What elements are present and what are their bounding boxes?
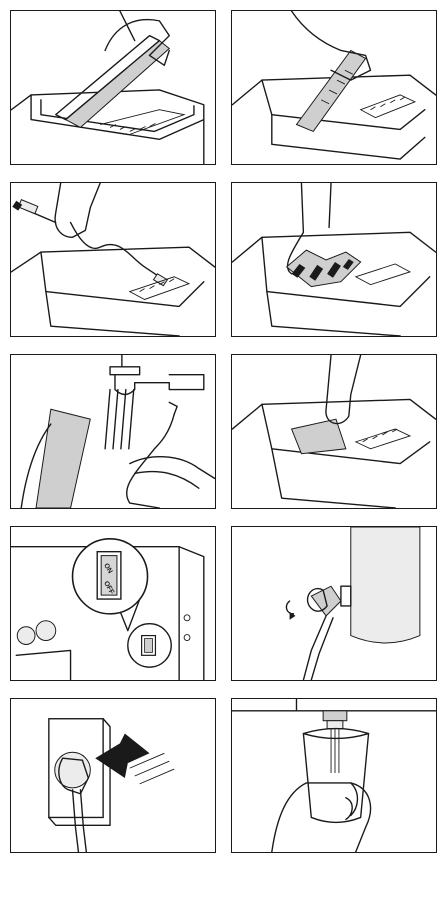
step-plug-in-panel xyxy=(10,698,216,853)
step-clean-filter-panel xyxy=(231,182,437,337)
switch-off-illustration: ON OFF xyxy=(11,527,215,680)
plug-in-illustration xyxy=(11,699,215,852)
step-switch-off-panel: ON OFF xyxy=(10,526,216,681)
lift-lid-illustration xyxy=(11,11,215,164)
step-remove-cover-panel xyxy=(231,10,437,165)
rinse-hose-illustration xyxy=(11,355,215,508)
clean-filter-illustration xyxy=(232,183,436,336)
step-wipe-inner-tub-panel xyxy=(231,354,437,509)
test-water-flow-illustration xyxy=(232,699,436,852)
drain-hose-illustration xyxy=(11,183,215,336)
step-test-water-flow-panel xyxy=(231,698,437,853)
remove-cover-illustration xyxy=(232,11,436,164)
step-lift-lid-panel xyxy=(10,10,216,165)
wipe-inner-tub-illustration xyxy=(232,355,436,508)
close-water-tap-illustration xyxy=(232,527,436,680)
step-rinse-hose-panel xyxy=(10,354,216,509)
step-close-water-tap-panel xyxy=(231,526,437,681)
step-remove-drain-hose-panel xyxy=(10,182,216,337)
